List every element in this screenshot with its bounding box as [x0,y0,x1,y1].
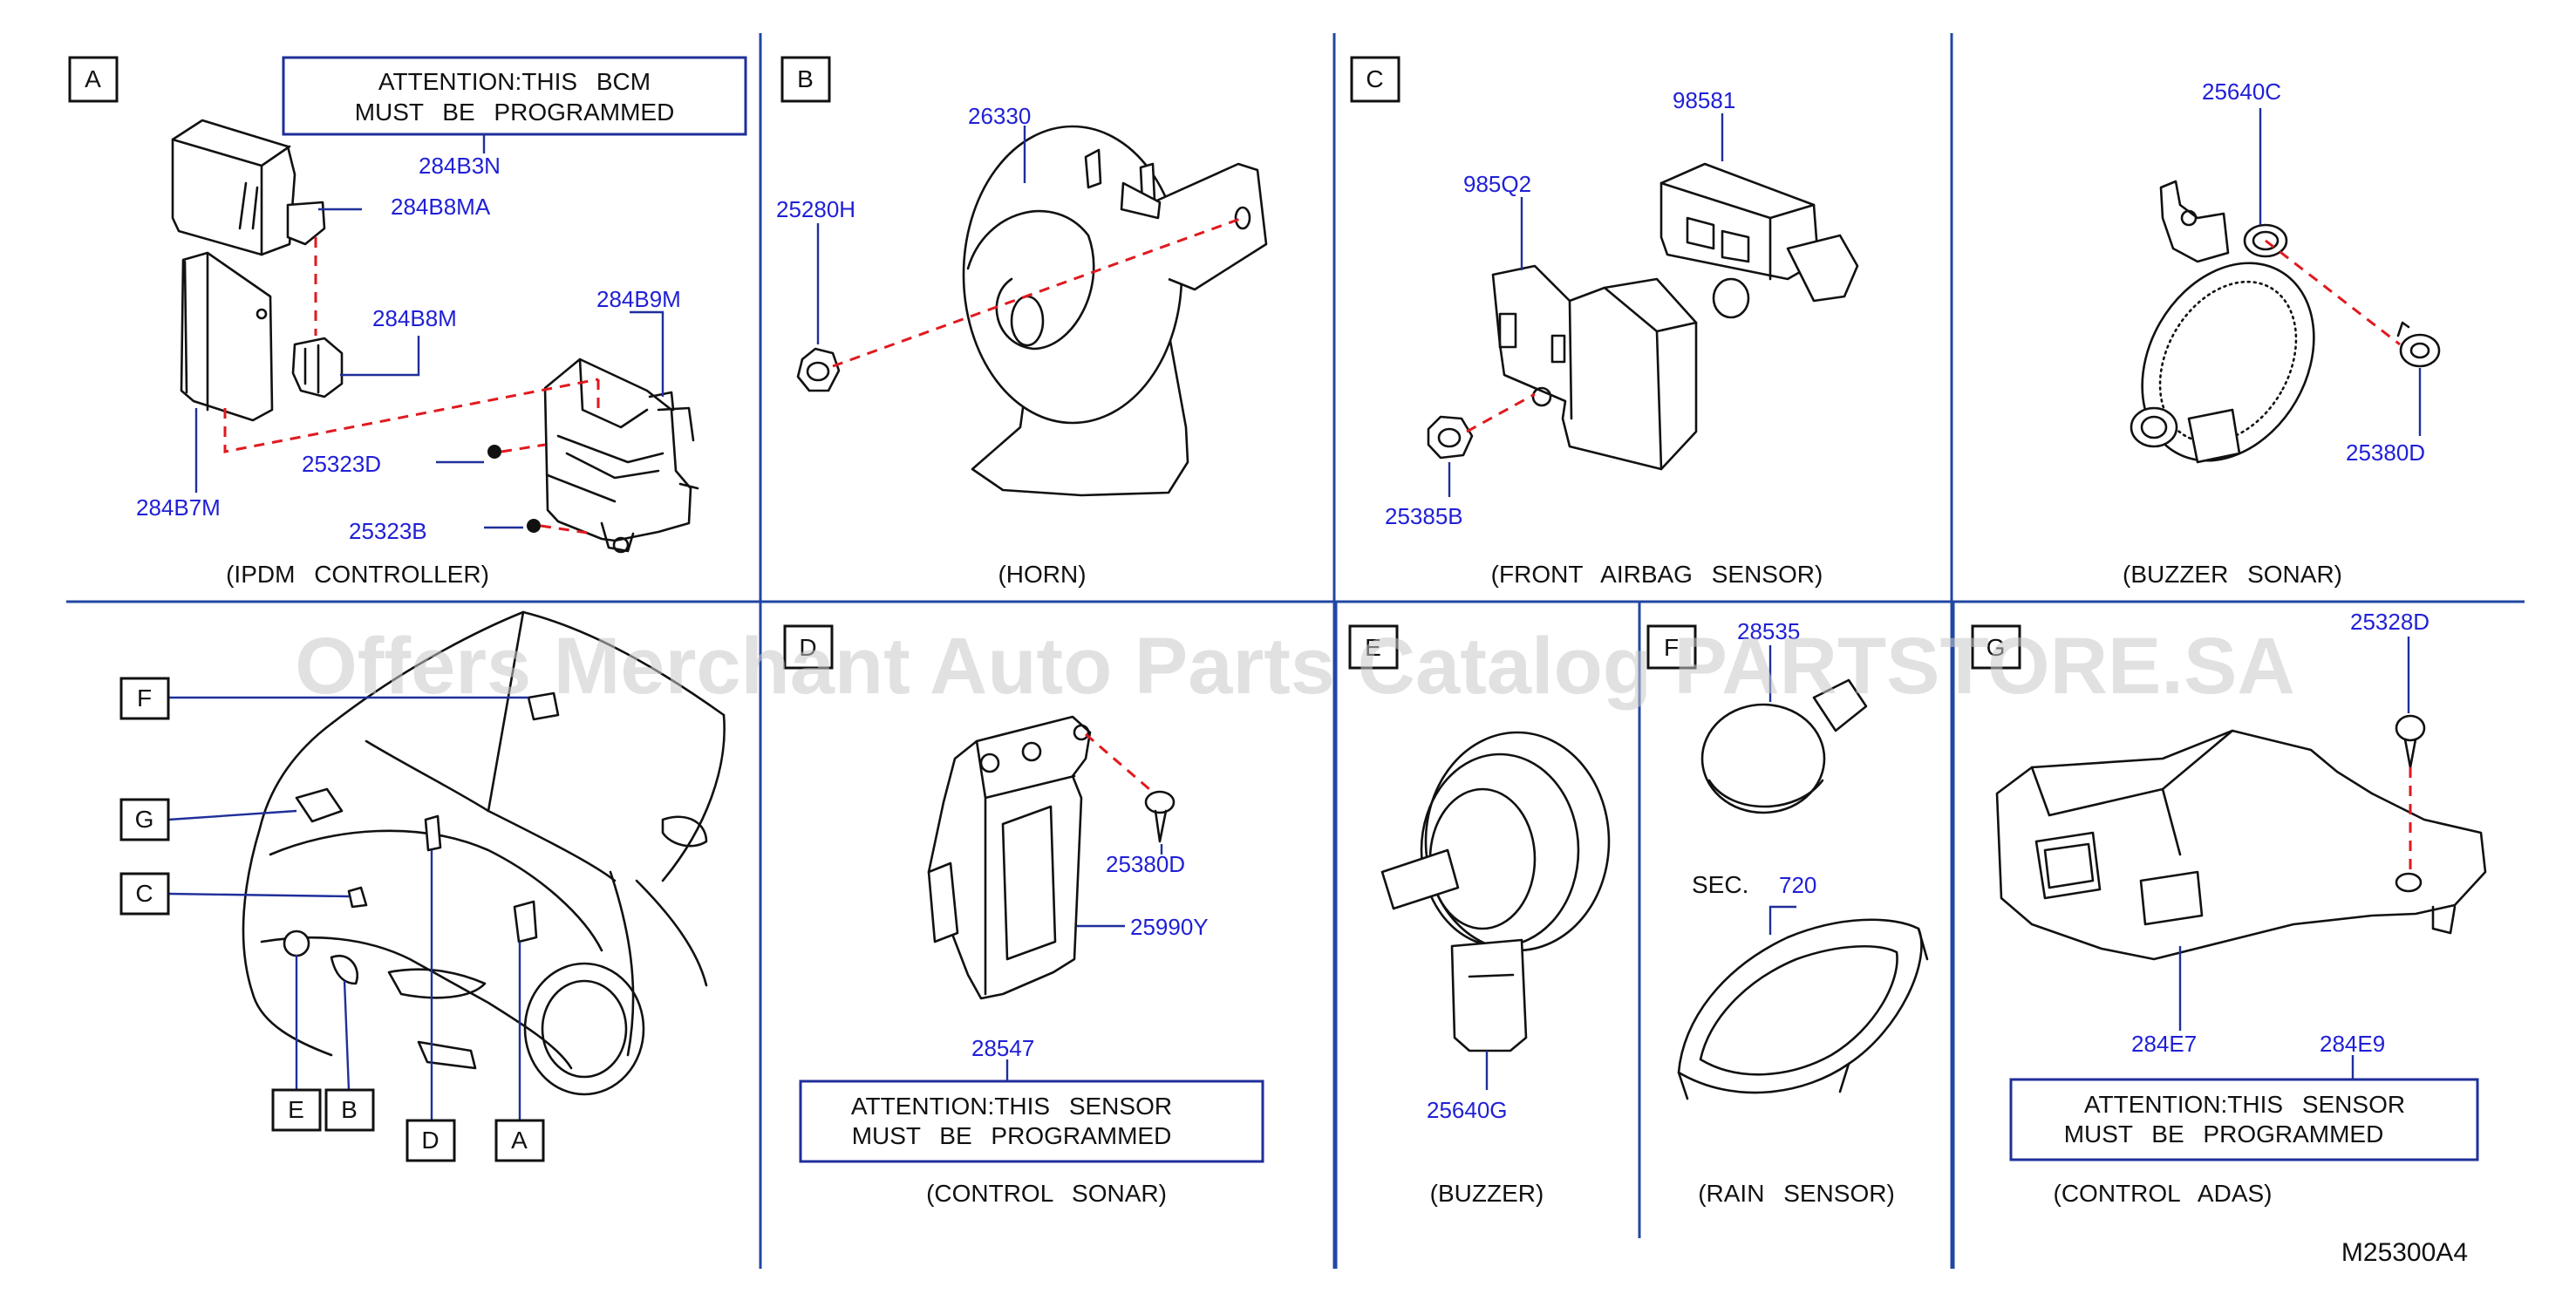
section-d-letter: D [799,634,817,661]
part-number-28535: 28535 [1737,618,1800,644]
adas-attention-line2: MUST BE PROGRAMMED [2064,1120,2384,1148]
section-d-letter-box [783,624,834,670]
horn-drawing [796,125,1268,497]
section-e-caption: (BUZZER) [1430,1180,1544,1207]
bcm-attention-line2: MUST BE PROGRAMMED [355,99,675,126]
section-b: B 26330 25280H (HORN) [776,56,1268,588]
part-number-25385b: 25385B [1385,503,1463,529]
section-buzzer-sonar: 25640C 25380D (BUZZER SONAR) [2123,78,2441,588]
section-g-letter: G [1987,634,2007,661]
vehicle-callout-d: D [421,1127,440,1154]
part-number-26330: 26330 [968,103,1031,129]
part-number-284b3n: 284B3N [419,153,501,179]
buzzer-sonar-drawing [2130,180,2441,464]
part-number-25640g: 25640G [1427,1097,1508,1123]
part-number-284e7: 284E7 [2131,1031,2197,1057]
rain-sensor-drawing [1677,678,1929,1100]
section-f-letter: F [1664,634,1680,661]
vehicle-callout-g: G [135,806,155,833]
control-sonar-drawing [927,715,1176,1000]
part-number-284b7m: 284B7M [136,494,221,521]
section-g-letter-box [1971,624,2021,670]
part-number-284b9m: 284B9M [596,286,681,312]
section-f-letter-box [1646,624,1697,670]
part-number-25280h: 25280H [776,196,855,222]
section-a: A ATTENTION:THIS BCM MUST BE PROGRAMMED [68,56,747,588]
ipdm-controller-drawing [171,119,699,554]
vehicle-drawing [242,610,726,1096]
vehicle-callout-e: E [288,1096,305,1123]
vehicle-callout-b-box [324,1088,375,1132]
watermark: Offers Merchant Auto Parts Catalog PARTS… [295,622,2295,711]
section-d: D 25380D 25990Y 28547 ATTENTION:THIS SEN… [783,624,1264,1207]
part-number-284b8m: 284B8M [372,305,457,331]
diagram-code: M25300A4 [2341,1238,2468,1267]
part-number-985q2: 985Q2 [1463,171,1531,197]
section-a-caption: (IPDM CONTROLLER) [226,561,489,588]
vehicle-overview: F G C E B D A [119,610,726,1162]
section-b-letter: B [797,65,814,92]
part-number-284e9: 284E9 [2320,1031,2385,1057]
section-g-caption: (CONTROL ADAS) [2054,1180,2273,1207]
buzzer-sonar-caption: (BUZZER SONAR) [2123,561,2342,588]
sonar-attention-line2: MUST BE PROGRAMMED [852,1122,1172,1149]
control-adas-drawing [1995,714,2487,961]
bcm-attention-line1: ATTENTION:THIS BCM [378,68,651,95]
vehicle-callout-f: F [137,684,153,712]
adas-attention-note [2009,1078,2479,1161]
vehicle-callout-b: B [341,1096,358,1123]
rain-sensor-sec-number: 720 [1779,872,1816,898]
sonar-attention-line1: ATTENTION:THIS SENSOR [851,1093,1172,1120]
section-a-letter-box [68,56,119,103]
part-number-25328d: 25328D [2350,609,2429,635]
part-number-25380d-control: 25380D [1106,851,1185,877]
part-number-25380d-sonar: 25380D [2346,439,2425,466]
front-airbag-sensor-drawing [1427,162,1859,471]
part-number-25323b: 25323B [349,518,427,544]
section-c-letter: C [1366,65,1384,92]
section-f-caption: (RAIN SENSOR) [1698,1180,1895,1207]
buzzer-drawing [1380,731,1611,1052]
part-number-28547: 28547 [971,1035,1034,1061]
section-e: E 25640G (BUZZER) [1348,624,1611,1207]
vehicle-callout-c-box [119,872,170,916]
part-number-98581: 98581 [1673,87,1735,113]
vehicle-callout-d-box [405,1119,456,1162]
section-e-letter: E [1365,634,1382,661]
section-b-caption: (HORN) [998,561,1086,588]
part-number-25640c: 25640C [2202,78,2281,105]
section-d-caption: (CONTROL SONAR) [926,1180,1167,1207]
rain-sensor-sec-label: SEC. [1692,871,1748,898]
part-number-25990y: 25990Y [1130,914,1209,940]
sonar-attention-note [799,1079,1264,1163]
section-dividers [66,33,2525,1269]
section-e-letter-box [1348,624,1399,670]
vehicle-callout-c: C [135,880,153,907]
section-f: F 28535 SEC. 720 (RAIN SENSOR) [1646,618,1929,1207]
adas-attention-line1: ATTENTION:THIS SENSOR [2084,1091,2405,1118]
vehicle-callout-g-box [119,798,170,841]
bcm-attention-note [282,56,747,136]
section-b-letter-box [780,56,831,103]
part-number-25323d: 25323D [302,451,381,477]
vehicle-callout-e-box [271,1088,322,1132]
vehicle-callout-a-box [494,1119,545,1162]
section-a-letter: A [85,65,102,92]
vehicle-callout-f-box [119,677,170,720]
section-c: C 98581 985Q2 25385B (FRONT AIRBAG SENSO… [1350,56,1859,588]
section-c-caption: (FRONT AIRBAG SENSOR) [1491,561,1823,588]
section-g: G 25328D 284E7 284E9 ATTENTION:THIS SENS… [1971,609,2487,1207]
part-number-284b8ma: 284B8MA [391,194,491,220]
section-c-letter-box [1350,56,1400,103]
vehicle-callout-a: A [511,1127,528,1154]
